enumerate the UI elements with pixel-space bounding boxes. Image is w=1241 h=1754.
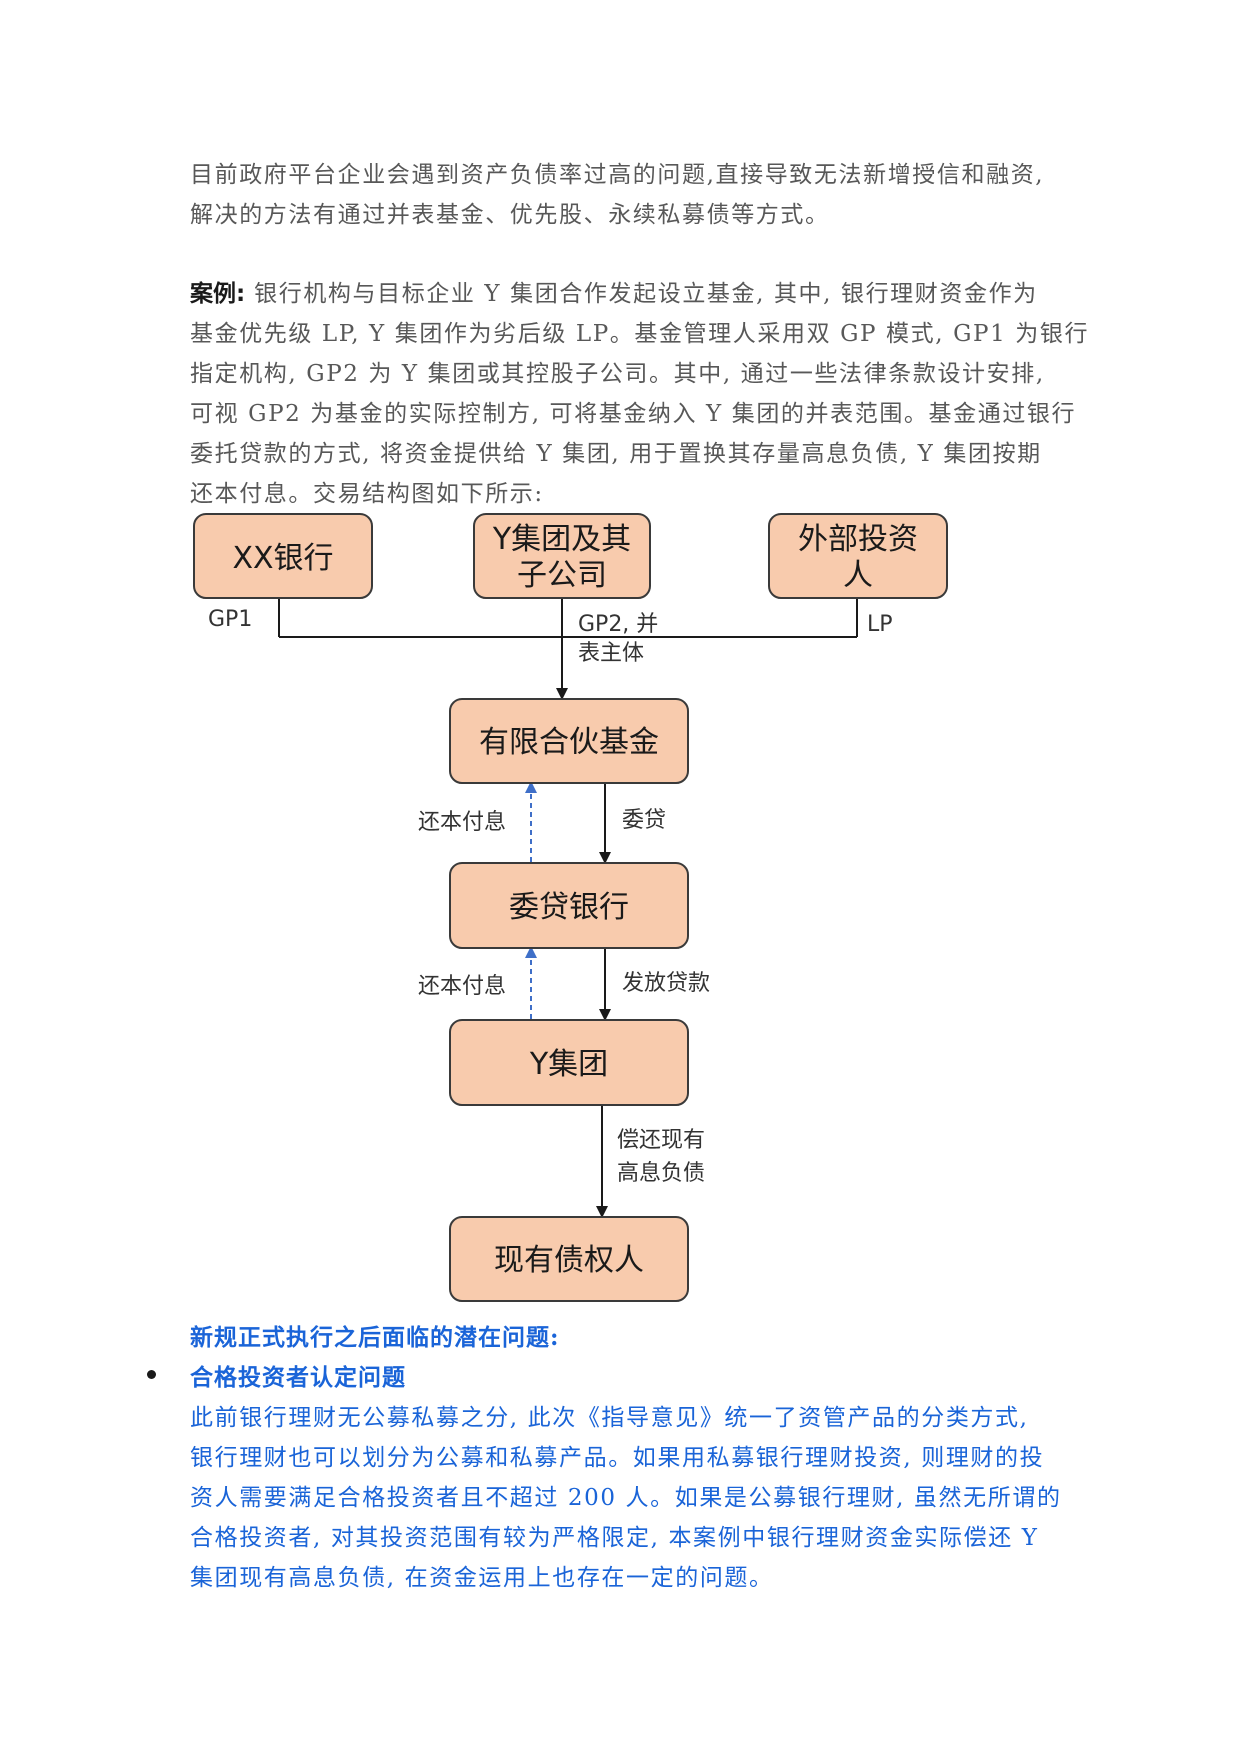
- node-existing-creditors: 现有债权人: [449, 1216, 689, 1302]
- issue-line-5: 集团现有高息负债, 在资金运用上也存在一定的问题。: [190, 1565, 774, 1591]
- label-repay-2: 还本付息: [418, 974, 506, 999]
- node-limited-partnership-fund: 有限合伙基金: [449, 698, 689, 784]
- node-y-group-subsidiaries-line2: 子公司: [517, 558, 607, 593]
- node-xx-bank: XX银行: [193, 513, 373, 599]
- case-line-2: 基金优先级 LP, Y 集团作为劣后级 LP。基金管理人采用双 GP 模式, G…: [190, 321, 1090, 347]
- case-label: 案例:: [190, 281, 246, 307]
- issue-paragraph: 此前银行理财无公募私募之分, 此次《指导意见》统一了资管产品的分类方式, 银行理财…: [190, 1398, 1090, 1598]
- label-lp: LP: [867, 612, 893, 637]
- node-xx-bank-label: XX银行: [232, 541, 333, 576]
- node-external-investor-line2: 人: [843, 558, 873, 593]
- node-external-investor: 外部投资 人: [768, 513, 948, 599]
- intro-line-2: 解决的方法有通过并表基金、优先股、永续私募债等方式。: [190, 202, 830, 228]
- node-y-group-subsidiaries-line1: Y集团及其: [492, 522, 631, 557]
- issue-line-1: 此前银行理财无公募私募之分, 此次《指导意见》统一了资管产品的分类方式,: [190, 1405, 1029, 1431]
- node-y-group-label: Y集团: [529, 1047, 608, 1082]
- label-gp2-line2: 表主体: [578, 641, 644, 666]
- node-external-investor-line1: 外部投资: [798, 522, 918, 557]
- issue-item-title: 合格投资者认定问题: [190, 1364, 406, 1391]
- label-gp1: GP1: [208, 607, 252, 632]
- issue-line-4: 合格投资者, 对其投资范围有较为严格限定, 本案例中银行理财资金实际偿还 Y: [190, 1525, 1039, 1551]
- label-repay-debt-line2: 高息负债: [617, 1161, 705, 1186]
- issue-line-2: 银行理财也可以划分为公募和私募产品。如果用私募银行理财投资, 则理财的投: [190, 1445, 1045, 1471]
- case-paragraph: 案例: 银行机构与目标企业 Y 集团合作发起设立基金, 其中, 银行理财资金作为…: [190, 274, 1090, 514]
- bullet-dot: [147, 1370, 156, 1379]
- label-entrust-loan: 委贷: [622, 808, 666, 833]
- issues-section-title: 新规正式执行之后面临的潜在问题:: [190, 1324, 560, 1351]
- node-existing-creditors-label: 现有债权人: [494, 1243, 644, 1278]
- intro-paragraph: 目前政府平台企业会遇到资产负债率过高的问题,直接导致无法新增授信和融资, 解决的方…: [190, 155, 1090, 235]
- node-entrust-bank-label: 委贷银行: [509, 890, 629, 925]
- node-y-group-subsidiaries: Y集团及其 子公司: [473, 513, 651, 599]
- label-gp2-line1: GP2, 并: [578, 612, 658, 637]
- case-line-3: 指定机构, GP2 为 Y 集团或其控股子公司。其中, 通过一些法律条款设计安排…: [190, 361, 1045, 387]
- intro-line-1: 目前政府平台企业会遇到资产负债率过高的问题,直接导致无法新增授信和融资,: [190, 162, 1045, 188]
- node-entrust-bank: 委贷银行: [449, 862, 689, 949]
- case-line-4: 可视 GP2 为基金的实际控制方, 可将基金纳入 Y 集团的并表范围。基金通过银…: [190, 401, 1077, 427]
- node-limited-partnership-fund-label: 有限合伙基金: [479, 725, 659, 760]
- case-line-5: 委托贷款的方式, 将资金提供给 Y 集团, 用于置换其存量高息负债, Y 集团按…: [190, 441, 1042, 467]
- case-line-1: 银行机构与目标企业 Y 集团合作发起设立基金, 其中, 银行理财资金作为: [245, 281, 1038, 307]
- case-line-6: 还本付息。交易结构图如下所示:: [190, 481, 544, 507]
- label-repay-1: 还本付息: [418, 810, 506, 835]
- node-y-group: Y集团: [449, 1019, 689, 1106]
- issue-line-3: 资人需要满足合格投资者且不超过 200 人。如果是公募银行理财, 虽然无所谓的: [190, 1485, 1062, 1511]
- label-repay-debt-line1: 偿还现有: [617, 1128, 705, 1153]
- label-issue-loan: 发放贷款: [622, 971, 710, 996]
